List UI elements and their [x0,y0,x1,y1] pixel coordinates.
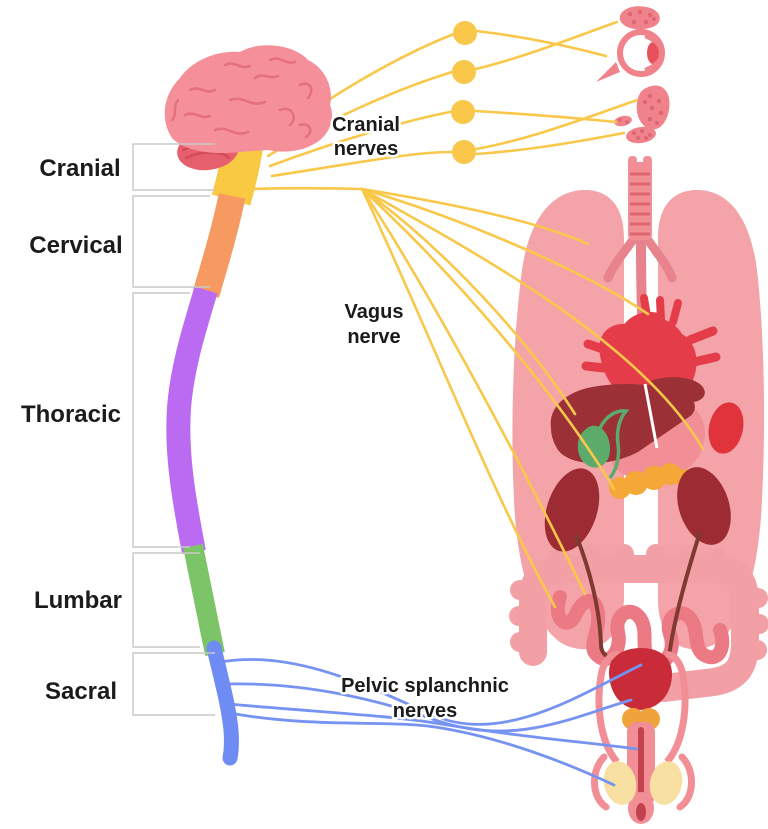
eye-icon [596,29,665,82]
lacrimal-gland-icon [619,6,660,30]
vagus-nerve-paths [248,186,705,609]
nerve-annotations: Cranial nerves Vagus nerve Pelvic splanc… [330,112,512,725]
cord-segment-cervical [193,193,246,298]
trachea-icon [628,156,652,240]
ganglion-icon [452,140,476,164]
cord-segment-lumbar [183,544,225,656]
parotid-gland-icon [636,85,670,130]
sublingual-gland-icon [614,115,632,127]
cranial-nerves-label-line1: Cranial [332,114,400,136]
small-intestine-icon [550,590,730,669]
brain-icon [164,45,332,171]
ganglion-icon [453,21,477,45]
kidneys-icon [544,467,731,552]
bracket-cranial [132,143,215,191]
spine-labels: Cranial Cervical Thoracic Lumbar Sacral [21,155,123,705]
spine-label-lumbar: Lumbar [34,587,122,614]
spine-label-cervical: Cervical [29,232,122,259]
spinal-cord [166,119,267,766]
head-organs [596,6,670,144]
bracket-lumbar [132,552,200,648]
pelvic-nerves-paths [219,658,643,787]
cranial-nerves-label-line2: nerves [334,138,399,160]
bracket-thoracic [132,292,190,548]
ganglion-icon [452,60,476,84]
bladder-icon [609,648,672,710]
spleen-icon [708,402,744,454]
spine-label-thoracic: Thoracic [21,401,121,428]
bracket-cervical [132,195,210,288]
ganglia [451,21,477,164]
testes-icon [591,753,695,811]
ganglion-icon [451,100,475,124]
spine-label-sacral: Sacral [45,678,117,705]
pelvic-nerves-label-line1: Pelvic splanchnic [341,675,509,697]
vagus-nerve-label-line2: nerve [347,326,400,348]
torso-organs [509,156,768,824]
cord-segment-sacral [206,640,239,766]
vas-deferens-icon [595,651,689,765]
cranial-nerves-paths [264,20,639,178]
spine-label-cranial: Cranial [39,155,120,182]
cord-segment-thoracic [166,286,218,555]
pelvic-nerves-label-line2: nerves [393,700,458,722]
spine-brackets [132,143,215,716]
bracket-sacral [132,652,215,716]
gallbladder-icon [577,409,630,480]
vagus-nerve-label-line1: Vagus [345,301,404,323]
submandibular-gland-icon [626,126,656,144]
